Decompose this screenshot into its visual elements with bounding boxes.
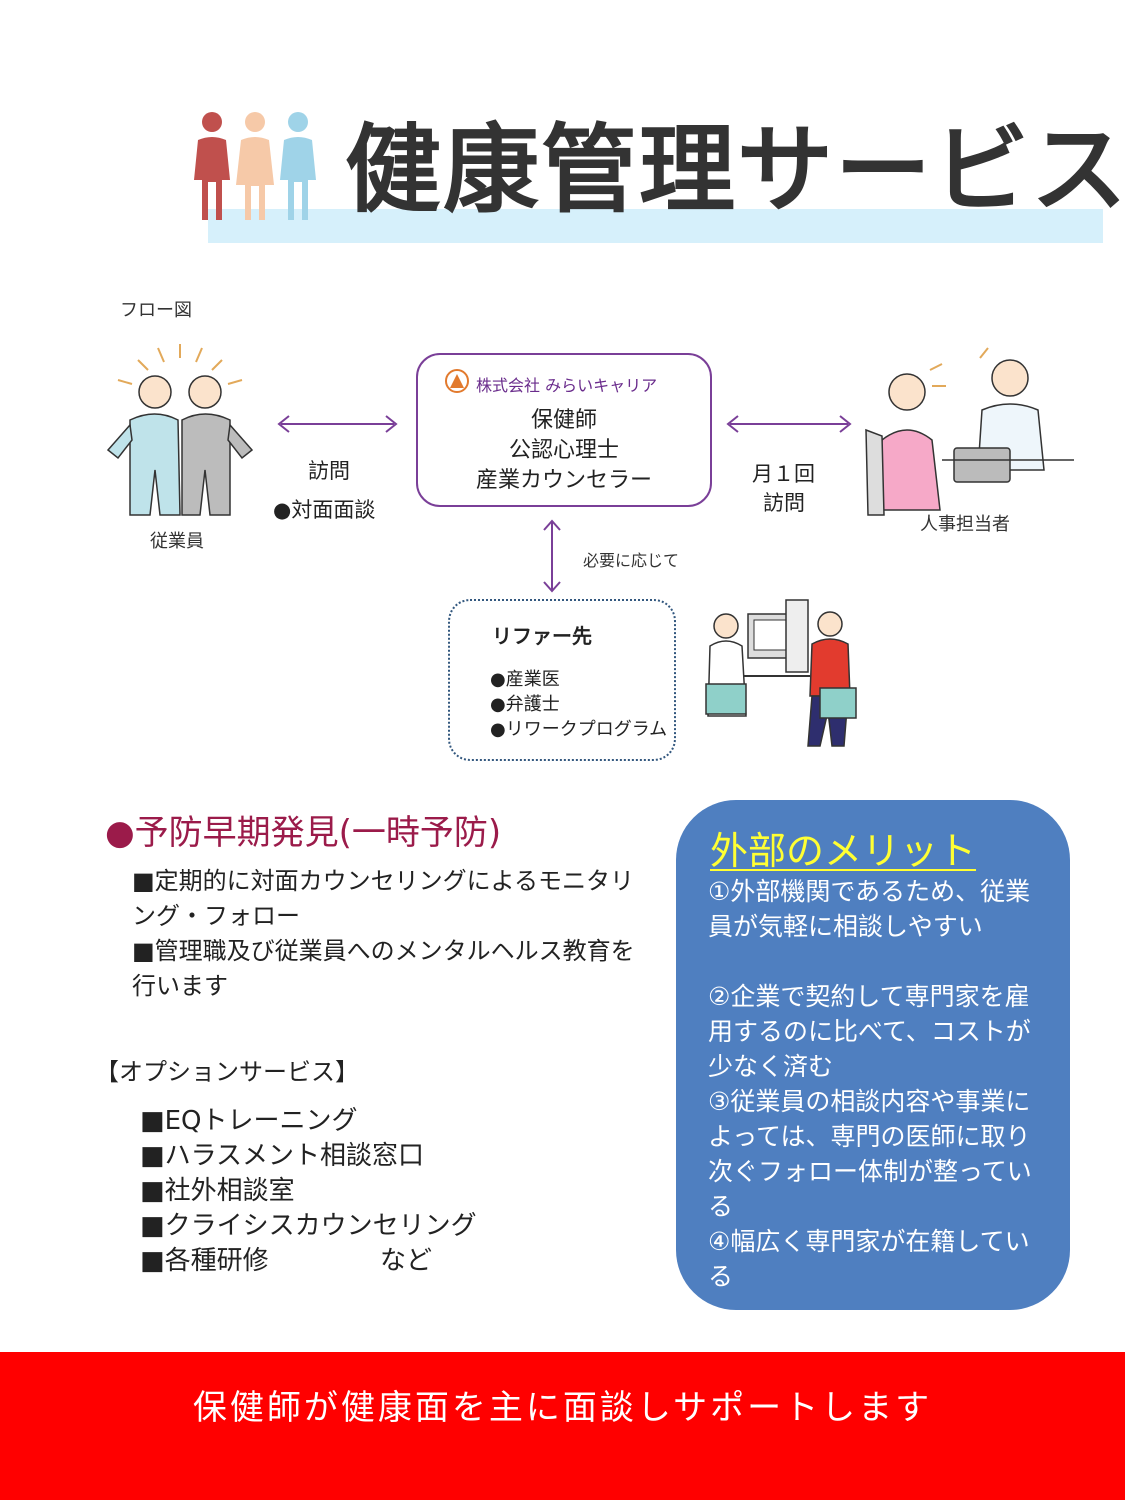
provider-line-3: 産業カウンセラー <box>475 468 652 493</box>
monthly-visit-label: 訪問 <box>763 491 805 515</box>
down-double-arrow <box>543 519 561 593</box>
employee-label: 従業員 <box>150 531 204 552</box>
people-icon <box>194 112 316 220</box>
option-item: ■各種研修 <box>140 1246 269 1276</box>
right-double-arrow <box>726 415 852 433</box>
referral-title: リファー先 <box>492 624 592 648</box>
merit-panel <box>676 800 1070 1310</box>
option-services-heading: 【オプションサービス】 <box>95 1058 359 1086</box>
employees-illustration <box>106 344 254 516</box>
referral-item: ●リワークプログラム <box>490 719 668 740</box>
left-double-arrow <box>277 415 398 433</box>
prevention-item: ■定期的に対面カウンセリングによるモニタリング・フォロー <box>132 867 634 930</box>
provider-line-2: 公認心理士 <box>508 438 619 463</box>
referral-box <box>448 599 676 761</box>
company-logo-icon <box>445 369 469 393</box>
option-item: ■EQトレーニング <box>140 1106 358 1136</box>
provider-line-1: 保健師 <box>530 408 597 433</box>
hr-label: 人事担当者 <box>920 514 1010 535</box>
merit-item: ②企業で契約して専門家を雇用するのに比べて、コストが少なく済む <box>708 982 1031 1081</box>
option-item: ■社外相談室 <box>140 1176 295 1206</box>
referral-item: ●弁護士 <box>490 694 560 715</box>
face-to-face-item: ●対面面談 <box>273 498 376 522</box>
hr-illustration <box>865 347 1074 516</box>
title-underline-band <box>208 209 1103 243</box>
flow-label: フロー図 <box>120 300 192 321</box>
option-item: ■ハラスメント相談窓口 <box>140 1141 425 1171</box>
prevention-heading: ●予防早期発見(一時予防) <box>105 813 502 853</box>
merit-item: ④幅広く専門家が在籍している <box>708 1227 1030 1291</box>
company-name: 株式会社 みらいキャリア <box>476 376 658 395</box>
referral-item: ●産業医 <box>490 669 560 690</box>
doctor-consultation-illustration <box>705 599 857 747</box>
prevention-item: ■管理職及び従業員へのメンタルヘルス教育を行います <box>132 937 635 1000</box>
merit-item: ①外部機関であるため、従業員が気軽に相談しやすい <box>708 877 1031 941</box>
merit-item: ③従業員の相談内容や事業によっては、専門の医師に取り次ぐフォロー体制が整っている <box>708 1087 1032 1221</box>
footer-banner <box>0 1352 1125 1500</box>
footer-message: 保健師が健康面を主に面談しサポートします <box>192 1388 933 1428</box>
visit-label: 訪問 <box>308 459 350 483</box>
as-needed-label: 必要に応じて <box>583 551 680 570</box>
option-etc: など <box>380 1246 433 1276</box>
provider-box <box>416 353 712 507</box>
page-title: 健康管理サービス <box>345 114 1125 226</box>
merit-title: 外部のメリット <box>710 829 977 873</box>
monthly-label: 月１回 <box>752 462 815 486</box>
option-item: ■クライシスカウンセリング <box>140 1211 477 1241</box>
